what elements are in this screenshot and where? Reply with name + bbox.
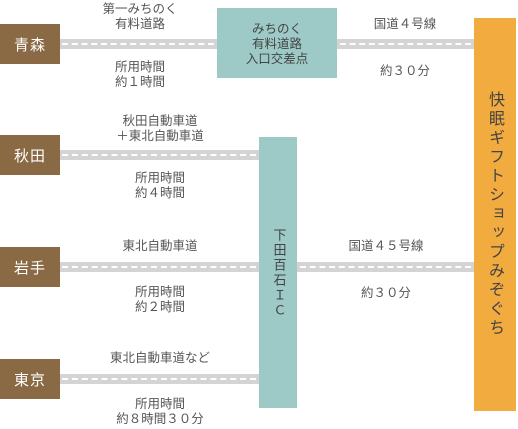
route-akita-road-label: 秋田自動車道 ＋東北自動車道 (116, 113, 204, 143)
connector-route4-time-label: 約３０分 (379, 63, 430, 78)
connector-route4-road-label: 国道４号線 (373, 16, 437, 31)
destination-shop: 快眠ギフトショップみぞぐち (474, 18, 516, 411)
route-tokyo-road-label: 東北自動車道など (109, 350, 210, 365)
origin-tokyo: 東京 (0, 359, 60, 399)
route-iwate-road-label: 東北自動車道 (122, 238, 198, 253)
road-akita (58, 150, 260, 160)
road-tokyo (58, 374, 260, 384)
road-connector-route45 (296, 262, 475, 272)
road-aomori (58, 39, 218, 49)
route-akita-time-label: 所用時間 約４時間 (134, 170, 185, 200)
road-iwate (58, 262, 260, 272)
origin-akita: 秋田 (0, 135, 60, 175)
interchange-michinoku: みちのく 有料道路 入口交差点 (217, 8, 337, 78)
connector-route45-road-label: 国道４５号線 (348, 238, 424, 253)
origin-iwate: 岩手 (0, 247, 60, 287)
route-tokyo-time-label: 所用時間 約８時間３０分 (116, 396, 204, 426)
route-aomori-road-label: 第一みちのく 有料道路 (102, 1, 178, 31)
connector-route45-time-label: 約３０分 (360, 285, 411, 300)
route-iwate-time-label: 所用時間 約２時間 (134, 284, 185, 314)
route-aomori-time-label: 所用時間 約１時間 (114, 59, 165, 89)
interchange-shimoda: 下田百石ＩＣ (259, 137, 297, 408)
origin-aomori: 青森 (0, 24, 60, 64)
road-connector-route4 (336, 39, 475, 49)
